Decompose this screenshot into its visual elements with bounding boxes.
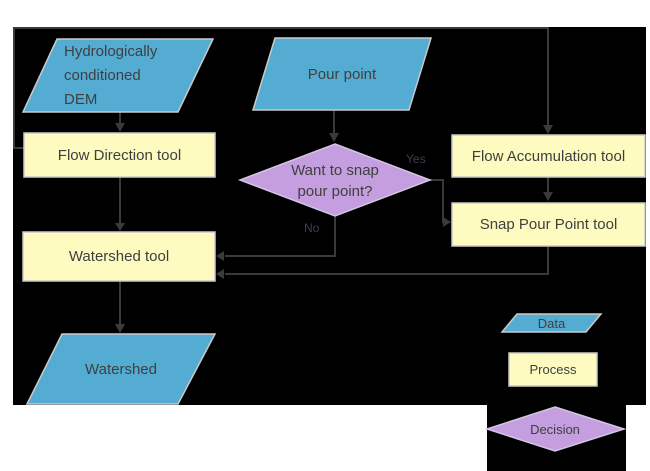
node-watershed-tool-rect — [22, 231, 216, 282]
arrowhead-icon — [115, 123, 125, 132]
node-snap-pour-point-rect — [451, 202, 646, 247]
arrowhead-icon — [115, 324, 125, 333]
edge-dem-to-flow-direction — [115, 112, 125, 132]
node-watershed-label: Watershed — [85, 360, 157, 378]
edge-watershed-tool-to-watershed — [115, 281, 125, 333]
edge-flow-direction-to-watershed-tool — [115, 177, 125, 231]
node-dem-parallelogram — [21, 38, 215, 113]
legend-process-rect — [508, 352, 598, 387]
arrowhead-icon — [543, 125, 553, 134]
node-decision-diamond — [237, 143, 433, 217]
edge-label-yes: Yes — [406, 152, 426, 166]
legend-process-label: Process — [529, 362, 577, 377]
edge-decision-yes-to-snap-pour-point — [430, 179, 451, 227]
edge-pour-point-to-decision — [329, 110, 339, 142]
node-flow-direction-label: Flow Direction tool — [57, 146, 182, 164]
edge-flow-direction-to-flow-accumulation — [13, 27, 553, 149]
node-dem-label: Hydrologically conditioned DEM — [64, 43, 158, 108]
edge-label-no: No — [304, 221, 320, 235]
arrowhead-icon — [216, 269, 224, 279]
node-flow-accumulation-rect — [451, 134, 646, 178]
edge-decision-no-to-watershed-tool — [216, 216, 336, 261]
node-flow-accumulation-label: Flow Accumulation tool — [471, 147, 626, 165]
edge-flow-accumulation-to-snap-pour-point — [543, 177, 553, 201]
legend-decision-diamond — [484, 406, 627, 452]
node-watershed-parallelogram — [25, 333, 217, 405]
node-decision-label: Want to snap pour point? — [291, 162, 379, 200]
node-watershed-tool-label: Watershed tool — [68, 248, 170, 265]
legend-decision-label: Decision — [530, 421, 580, 437]
edge-snap-pour-point-to-watershed-tool — [216, 246, 549, 279]
arrowhead-icon — [543, 192, 553, 201]
arrowhead-icon — [443, 217, 451, 227]
node-pour-point-parallelogram — [251, 37, 433, 111]
arrowhead-icon — [115, 223, 125, 231]
legend-data-parallelogram — [500, 313, 603, 333]
arrowhead-icon — [216, 251, 224, 261]
node-flow-direction-rect — [23, 132, 216, 178]
legend-data-label: Data — [537, 315, 566, 331]
arrowhead-icon — [329, 133, 339, 142]
node-snap-pour-point-label: Snap Pour Point tool — [479, 216, 618, 233]
node-pour-point-label: Pour point — [307, 65, 377, 83]
